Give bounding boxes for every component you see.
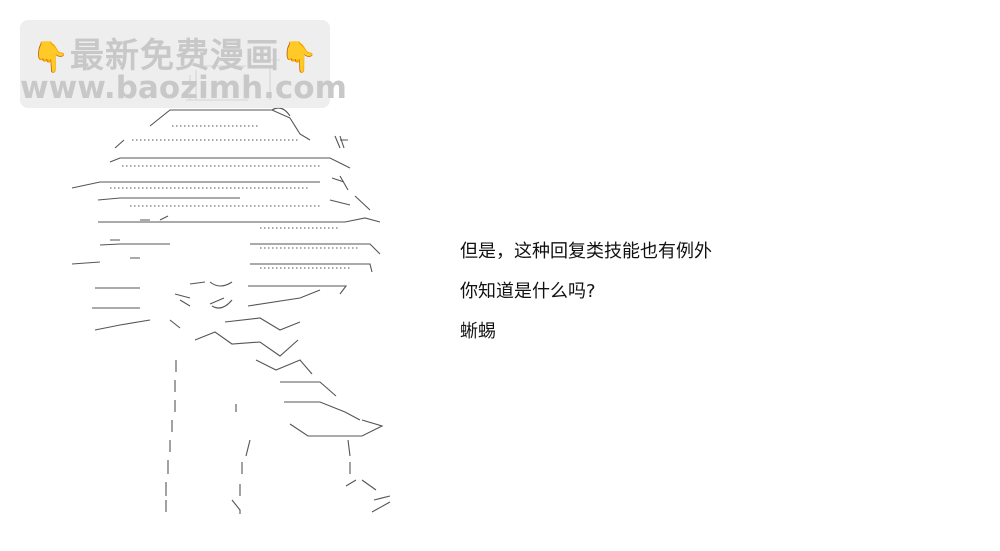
watermark: 👇最新免费漫画👇 www.baozimh.com — [20, 20, 347, 108]
watermark-title: 👇最新免费漫画👇 — [20, 28, 330, 77]
dialogue-block: 但是，这种回复类技能也有例外 你知道是什么吗? 蜥蜴 — [460, 232, 712, 352]
dialogue-line: 但是，这种回复类技能也有例外 — [460, 241, 712, 262]
watermark-url: www.baozimh.com — [20, 70, 347, 106]
dialogue-line: 你知道是什么吗? — [460, 281, 596, 302]
watermark-title-text: 最新免费漫画 — [70, 36, 280, 76]
dialogue-line: 蜥蜴 — [460, 321, 496, 342]
ascii-art-character — [71, 59, 391, 514]
pointing-down-hand-icon: 👇 — [31, 40, 70, 75]
pointing-down-hand-icon: 👇 — [280, 40, 319, 75]
